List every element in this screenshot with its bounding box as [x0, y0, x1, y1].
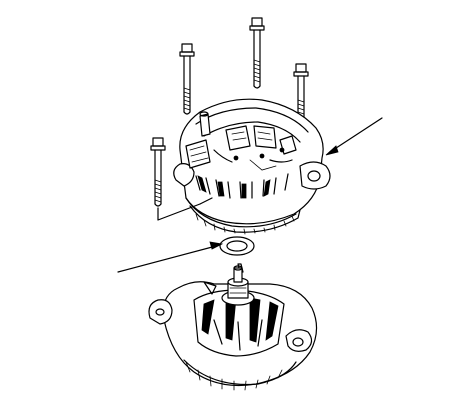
- rotor-and-front-housing: [148, 265, 318, 391]
- mounting-bolt-1: [179, 43, 195, 115]
- rear-housing: [173, 98, 331, 235]
- insulating-washer: [219, 236, 255, 256]
- leader-rear-housing: [325, 117, 383, 156]
- mounting-bolt-2: [249, 17, 265, 89]
- leader-bolts: [157, 197, 213, 221]
- leader-washer: [117, 241, 224, 273]
- mounting-bolt-4: [150, 137, 166, 207]
